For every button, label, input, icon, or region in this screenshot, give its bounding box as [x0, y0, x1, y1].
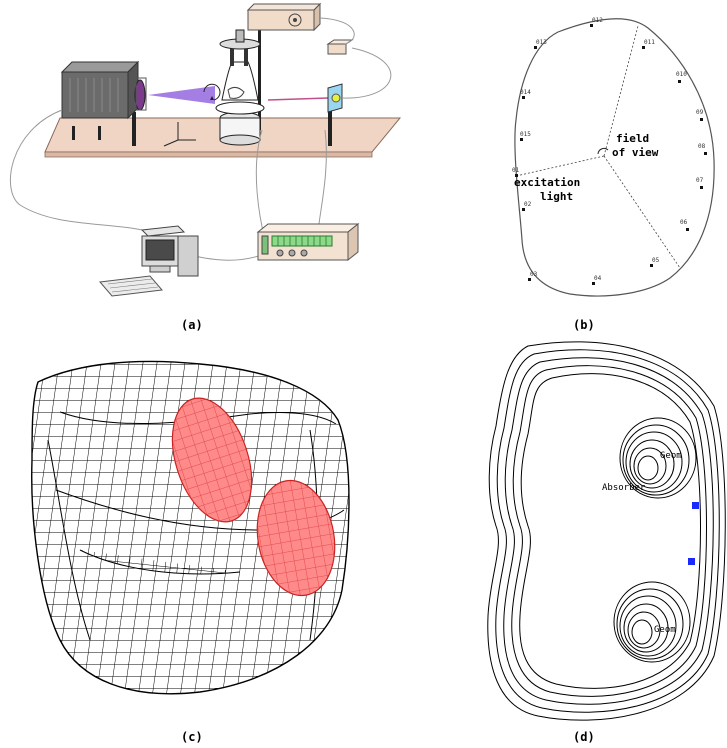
detector-label: 03	[530, 271, 538, 278]
caption-b: (b)	[573, 318, 595, 332]
detector-marker	[534, 46, 537, 49]
detector-marker	[700, 186, 703, 189]
detector-label: 014	[520, 89, 531, 96]
detector-label: 07	[696, 177, 704, 184]
ccd-camera	[62, 62, 138, 118]
panel-c-mesh-reconstruction	[20, 340, 380, 710]
detector-label: 05	[652, 257, 660, 264]
excitation-light-label: excitation	[514, 176, 580, 189]
panel-d-contour-view: Geom Absorber Geom	[478, 336, 727, 728]
detector-marker	[522, 96, 525, 99]
detector-marker	[650, 264, 653, 267]
panel-b-detector-layout: 01 02 03 04 05 06 07 08 09 010 011 012 0…	[500, 10, 727, 310]
phantom-contours	[488, 342, 725, 720]
cable	[190, 255, 262, 260]
laser-source	[248, 4, 320, 30]
source-marker	[692, 502, 699, 509]
detector-marker	[528, 278, 531, 281]
inclusion-label: Geom	[660, 451, 682, 461]
caption-d: (d)	[573, 730, 595, 744]
detector-label: 09	[696, 109, 704, 116]
detector-marker	[592, 282, 595, 285]
inclusion-label: Geom	[654, 625, 676, 635]
cable	[342, 48, 391, 98]
detector-label: 015	[520, 131, 531, 138]
detector-label: 012	[592, 17, 603, 24]
fiber-holder	[328, 84, 342, 112]
detector-label: 01	[512, 167, 520, 174]
detector-marker	[678, 80, 681, 83]
caption-a: (a)	[181, 318, 203, 332]
detector-marker	[590, 24, 593, 27]
detector-marker	[700, 118, 703, 121]
detector-label: 013	[536, 39, 547, 46]
detector-marker	[520, 138, 523, 141]
detector-label: 02	[524, 201, 532, 208]
excitation-beam	[268, 98, 328, 100]
caption-c: (c)	[181, 730, 203, 744]
detector-label: 08	[698, 143, 706, 150]
computer	[100, 226, 198, 296]
source-marker	[688, 558, 695, 565]
inclusion-contour	[614, 582, 690, 662]
excitation-light-label: light	[540, 190, 573, 203]
detector-marker	[704, 152, 707, 155]
field-of-view-label: of view	[612, 146, 659, 159]
detector-marker	[522, 208, 525, 211]
detector-label: 06	[680, 219, 688, 226]
stepper-controller	[258, 224, 358, 260]
detector-label: 011	[644, 39, 655, 46]
detector-label: 04	[594, 275, 602, 282]
inclusion-label: Absorber	[602, 483, 646, 493]
power-module	[328, 40, 352, 54]
panel-a-setup-illustration	[0, 0, 410, 310]
detector-marker	[686, 228, 689, 231]
field-of-view-label: field	[616, 132, 649, 145]
detector-marker	[642, 46, 645, 49]
detector-label: 010	[676, 71, 687, 78]
